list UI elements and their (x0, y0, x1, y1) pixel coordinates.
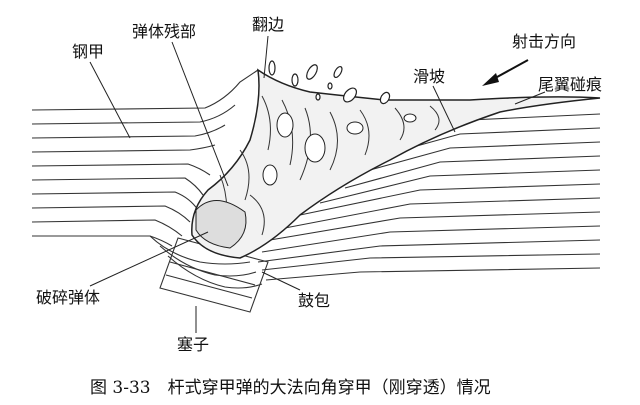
leader-lines (89, 35, 546, 333)
fire-direction-arrow (482, 59, 529, 86)
label-fin-scratch: 尾翼碰痕 (538, 75, 602, 94)
projectile-body (191, 68, 601, 259)
label-projectile-remnant: 弹体残部 (132, 22, 196, 41)
label-plug: 塞子 (177, 335, 209, 354)
figure-caption: 图 3-33 杆式穿甲弹的大法向角穿甲（刚穿透）情况 (90, 378, 491, 398)
label-fire-direction: 射击方向 (512, 32, 576, 51)
label-fractured-projectile: 破碎弹体 (36, 288, 100, 307)
label-bulge: 鼓包 (298, 291, 330, 310)
label-petal: 翻边 (252, 15, 284, 34)
ejected-fragments (268, 60, 391, 105)
label-glide-slope: 滑坡 (413, 67, 445, 86)
label-steel-plate: 钢甲 (72, 42, 104, 61)
